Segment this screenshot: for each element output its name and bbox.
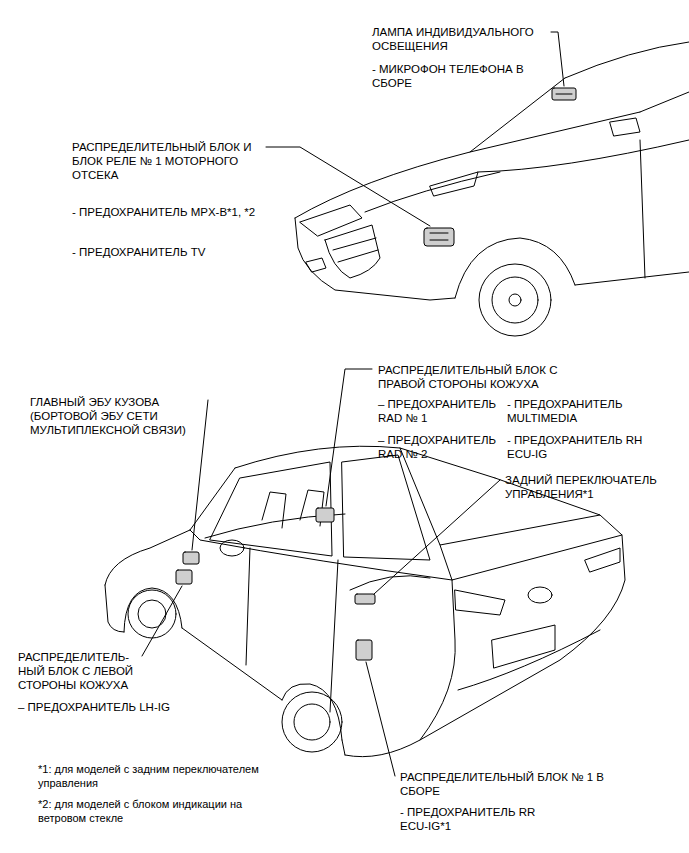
fuse-label: – ПРЕДОХРАНИТЕЛЬ RAD № 2 — [378, 433, 505, 461]
personal-lamp — [552, 88, 576, 100]
fuse-label: – ПРЕДОХРАНИТЕЛЬ RAD № 1 — [378, 397, 505, 425]
leader-line — [366, 662, 395, 776]
part-label: - МИКРОФОН ТЕЛЕФОНА В СБОРЕ — [372, 62, 547, 90]
part-label: ЛАМПА ИНДИВИДУАЛЬНОГО ОСВЕЩЕНИЯ — [372, 25, 557, 53]
footnote: *2: для моделей с блоком индикации на ве… — [38, 797, 268, 825]
junction-block — [316, 508, 334, 522]
car-wheel-rim — [492, 277, 538, 323]
relay-block — [424, 228, 454, 246]
footnote: *1: для моделей с задним переключателем … — [38, 762, 278, 790]
part-label: РАСПРЕДЕЛИТЕЛЬНЫЙ БЛОК И БЛОК РЕЛЕ № 1 М… — [72, 140, 272, 182]
car-wheel-rim — [138, 600, 166, 628]
relay-block-detail — [430, 233, 448, 240]
rear-control-switch — [355, 594, 375, 604]
car-wheel-hub — [509, 294, 521, 306]
fuse-label: - ПРЕДОХРАНИТЕЛЬ TV — [72, 245, 334, 259]
car-bumper-line — [458, 630, 600, 690]
car-trunk — [440, 515, 622, 580]
car-front-lower — [105, 585, 124, 632]
fuse-label: - ПРЕДОХРАНИТЕЛЬ MULTIMEDIA — [507, 397, 657, 425]
rear-seat — [350, 576, 430, 590]
car-emblem — [528, 587, 552, 603]
fuse-label: – ПРЕДОХРАНИТЕЛЬ LH-IG — [18, 700, 258, 714]
leader-line — [374, 480, 500, 594]
junction-block — [356, 640, 372, 660]
junction-block — [176, 570, 192, 584]
leader-line — [326, 369, 372, 506]
car-sill — [575, 272, 689, 285]
car-grille-bars — [333, 238, 378, 262]
car-wheel-arch — [455, 238, 575, 298]
fuse-label: - ПРЕДОХРАНИТЕЛЬ RH ECU-IG — [507, 433, 657, 461]
leader-line — [142, 586, 182, 656]
car-rear-lower — [342, 740, 345, 755]
part-label: ГЛАВНЫЙ ЭБУ КУЗОВА (БОРТОВОЙ ЭБУ СЕТИ МУ… — [30, 395, 202, 437]
leader-line — [192, 400, 208, 550]
front-seat — [262, 490, 324, 528]
car-fog-light — [306, 258, 326, 272]
car-wheel — [479, 264, 551, 336]
car-wheel — [128, 590, 176, 638]
car-side-window — [342, 455, 430, 560]
car-side-window — [210, 462, 332, 556]
car-sill — [182, 628, 282, 700]
leader-line — [266, 147, 430, 226]
car-headlight — [430, 172, 478, 196]
car-roof — [235, 446, 495, 478]
body-ecu — [183, 552, 199, 564]
car-tail-light — [585, 548, 620, 572]
leader-line — [551, 32, 564, 86]
car-grille — [325, 225, 380, 278]
car-beltline — [190, 530, 452, 580]
steering-wheel — [220, 540, 244, 556]
car-windshield — [470, 78, 689, 152]
car-tail-light — [455, 590, 505, 615]
car-a-pillar — [190, 468, 235, 530]
fuse-label: - ПРЕДОХРАНИТЕЛЬ RR ECU-IG*1 — [400, 805, 550, 833]
car-hood-line — [365, 172, 500, 212]
fuse-label: - ПРЕДОХРАНИТЕЛЬ MPX-B*1, *2 — [72, 205, 334, 219]
car-hood — [295, 112, 640, 218]
part-label: РАСПРЕДЕЛИТЕЛЬНЫЙ БЛОК № 1 В СБОРЕ — [400, 770, 606, 798]
part-label: ЗАДНИЙ ПЕРЕКЛЮЧАТЕЛЬ УПРАВЛЕНИЯ*1 — [505, 473, 679, 501]
car-shoulder-line — [478, 140, 689, 172]
car-mirror — [610, 118, 640, 136]
car-rear-face — [345, 535, 625, 757]
personal-lamp-detail — [556, 94, 572, 95]
car-roof — [565, 42, 689, 78]
car-wheel — [282, 692, 342, 752]
car-door-line — [640, 140, 645, 278]
part-label: РАСПРЕДЕЛИТЕЛЬ- НЫЙ БЛОК С ЛЕВОЙ СТОРОНЫ… — [18, 650, 154, 692]
part-label: РАСПРЕДЕЛИТЕЛЬНЫЙ БЛОК С ПРАВОЙ СТОРОНЫ … — [378, 363, 593, 391]
car-license-plate — [492, 625, 555, 668]
car-front-face — [295, 218, 455, 300]
car-wheel-rim — [294, 704, 330, 740]
